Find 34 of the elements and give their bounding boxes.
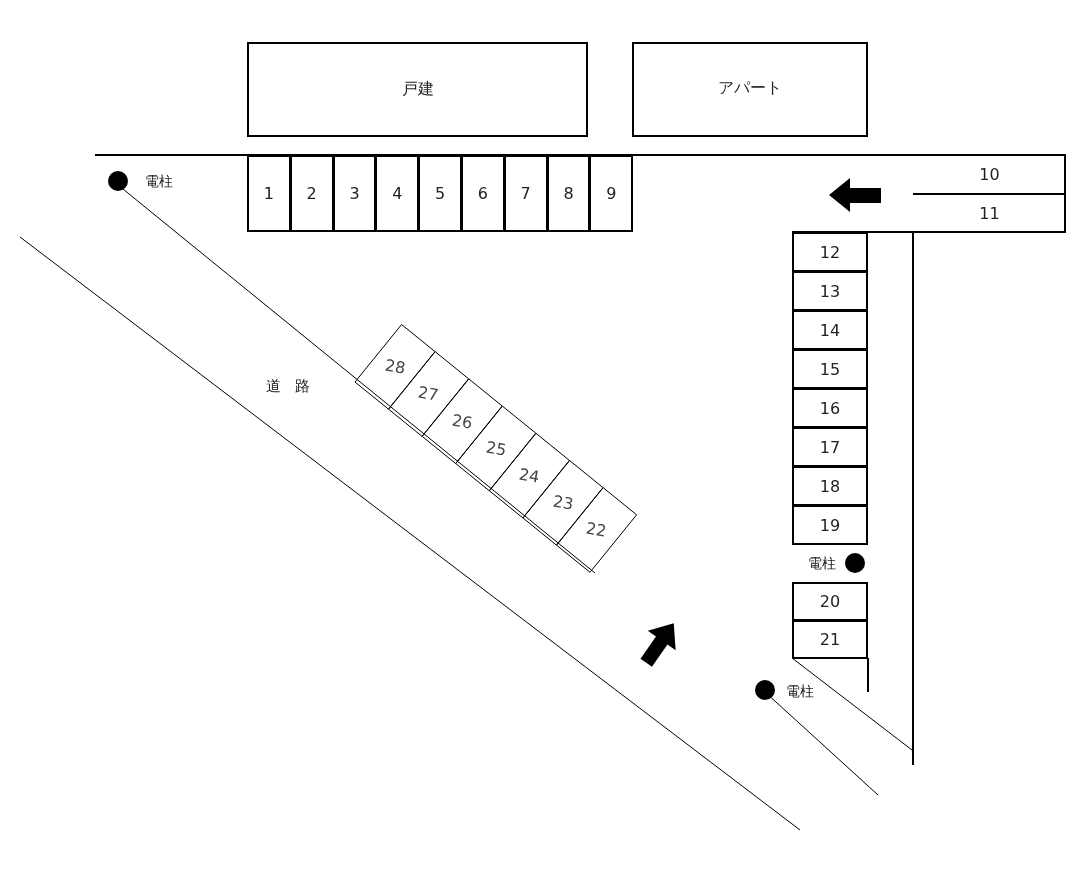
parking-space: 4 [375,155,420,232]
parking-space: 20 [792,582,868,621]
parking-space: 18 [792,466,868,506]
parking-space-number: 26 [448,407,477,436]
parking-space: 11 [913,193,1066,232]
parking-space: 10 [913,155,1066,194]
parking-space: 13 [792,271,868,311]
parking-space: 6 [461,155,505,232]
parking-space: 21 [792,620,868,659]
parking-space: 19 [792,505,868,545]
pole-label: 電柱 [786,683,814,701]
parking-space: 1 [247,155,291,232]
parking-space-number: 27 [414,379,443,408]
parking-space-number: 25 [481,434,510,463]
parking-space-number: 23 [549,488,577,517]
parking-space: 14 [792,310,868,350]
building-box: アパート [632,42,868,137]
road-label: 道路 [266,377,324,396]
parking-space: 16 [792,388,868,428]
parking-space: 9 [589,155,634,232]
building-box: 戸建 [247,42,588,137]
parking-space: 12 [792,232,868,272]
parking-space: 2 [289,155,334,232]
parking-space: 15 [792,349,868,389]
parking-space-number: 28 [381,352,409,381]
parking-space-number: 22 [582,515,611,544]
parking-space: 17 [792,427,868,467]
parking-space: 3 [332,155,377,232]
pole-label: 電柱 [145,173,173,191]
parking-space: 8 [546,155,591,232]
parking-space-number: 24 [515,461,544,490]
parking-space: 7 [503,155,548,232]
parking-space: 5 [418,155,462,232]
pole-label: 電柱 [808,555,836,573]
